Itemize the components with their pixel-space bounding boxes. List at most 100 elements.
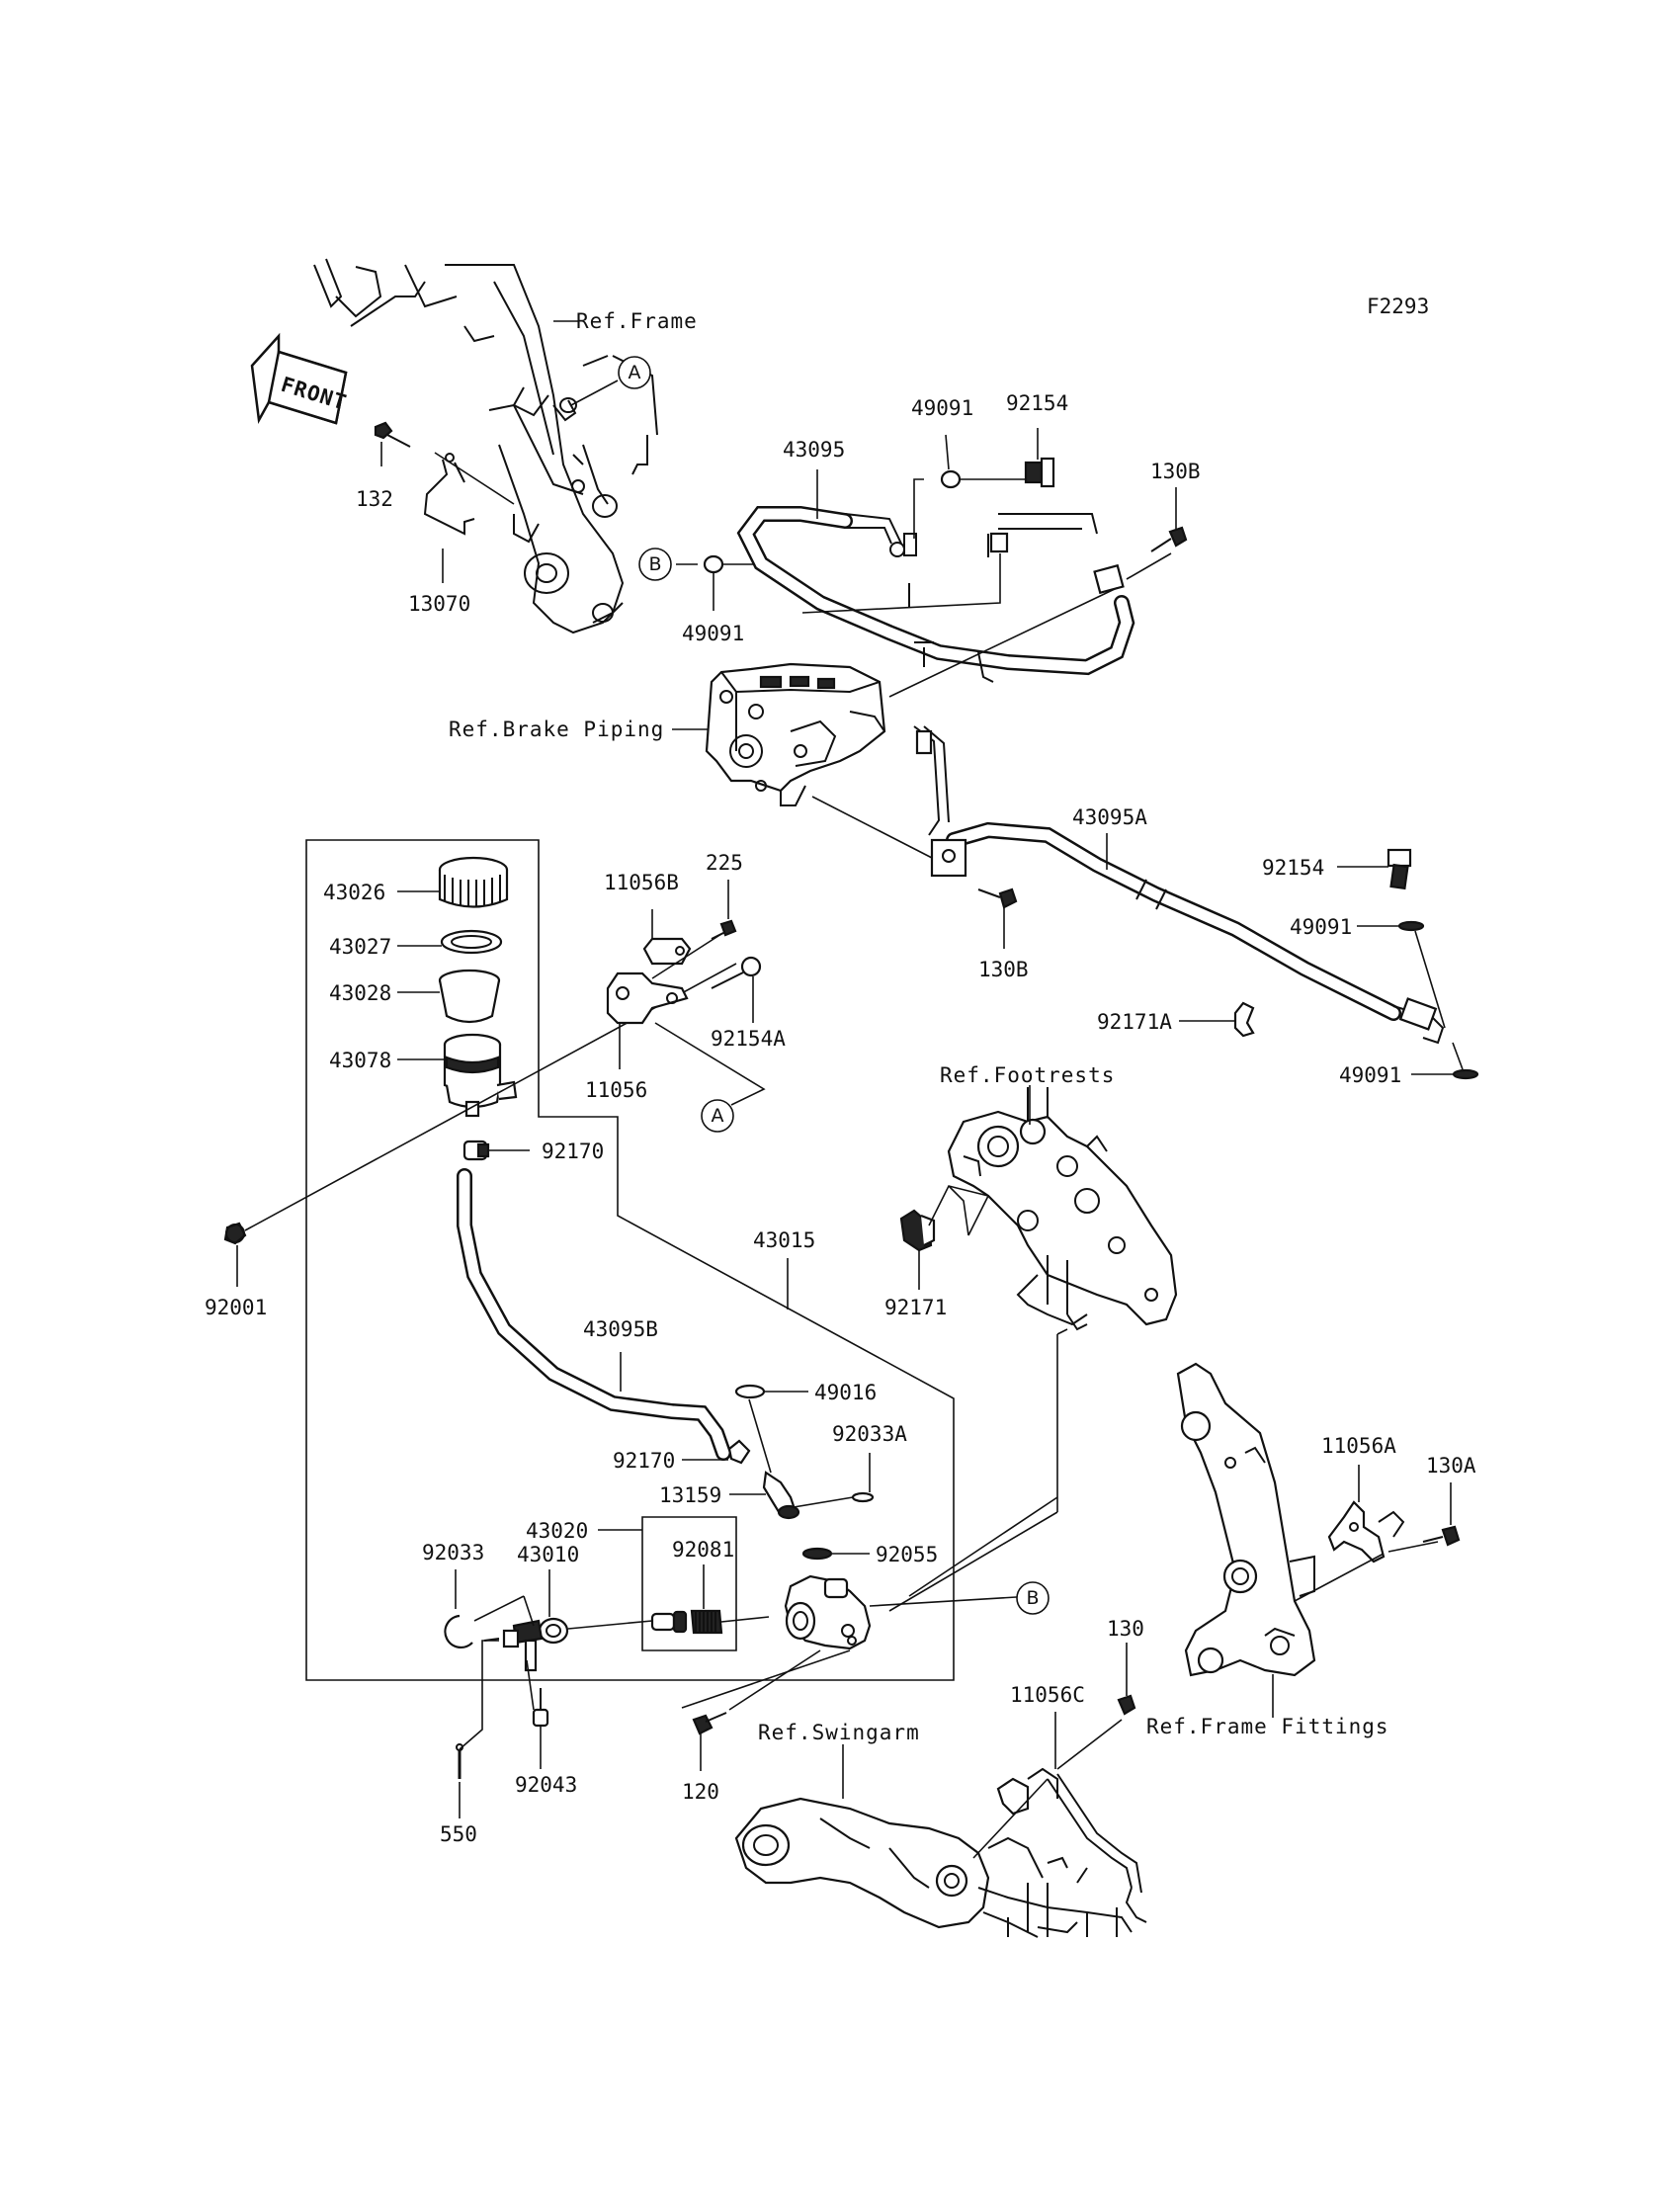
- part-label-120: 120: [682, 1780, 719, 1804]
- part-label-11056C: 11056C: [1010, 1683, 1085, 1707]
- clamp-92170-top-icon: [462, 1140, 490, 1161]
- part-label-92170-mid: 92170: [613, 1449, 675, 1473]
- hose-43095B-illustration: [457, 1168, 731, 1461]
- part-label-92171: 92171: [884, 1296, 947, 1319]
- part-label-92154-top: 92154: [1006, 391, 1068, 415]
- frame-illustration: [313, 258, 658, 634]
- spring-13070-icon: [423, 453, 475, 536]
- part-label-130B-top: 130B: [1150, 460, 1201, 483]
- fitting-13159-icon: [762, 1471, 800, 1520]
- part-label-11056: 11056: [585, 1078, 647, 1102]
- part-label-43027: 43027: [329, 935, 391, 959]
- clamp-92170-mid-icon: [727, 1439, 751, 1465]
- bracket-11056C-icon: [996, 1767, 1147, 1923]
- diaphragm-43028-icon: [438, 969, 501, 1024]
- part-label-11056B: 11056B: [604, 871, 679, 894]
- part-label-92001: 92001: [205, 1296, 267, 1319]
- part-label-130A: 130A: [1426, 1454, 1476, 1478]
- hose-43095-illustration: [736, 506, 1135, 683]
- ref-frame-fittings-label: Ref.Frame Fittings: [1146, 1715, 1389, 1738]
- part-label-43028: 43028: [329, 981, 391, 1005]
- oring-92055-icon: [801, 1547, 833, 1561]
- washer-49091-right2-icon: [1452, 1068, 1479, 1080]
- callout-b-top: [638, 548, 672, 581]
- part-label-550: 550: [440, 1822, 477, 1846]
- bracket-11056A-icon: [1327, 1500, 1405, 1563]
- part-label-43078: 43078: [329, 1049, 391, 1072]
- bolt-130B-top-icon: [1150, 526, 1188, 552]
- part-label-130: 130: [1107, 1617, 1144, 1641]
- bracket-11056-icon: [606, 972, 689, 1025]
- part-label-13159: 13159: [659, 1483, 721, 1507]
- diagram-code: F2293: [1367, 295, 1429, 318]
- svg-text:A: A: [712, 1105, 724, 1127]
- part-label-43095A: 43095A: [1072, 805, 1147, 829]
- part-label-92055: 92055: [876, 1543, 938, 1566]
- swingarm-illustration: [734, 1797, 1133, 1938]
- ref-swingarm-label: Ref.Swingarm: [758, 1721, 920, 1744]
- clip-92171-icon: [899, 1209, 936, 1252]
- washer-92033A-icon: [851, 1491, 875, 1503]
- part-label-92033: 92033: [422, 1541, 484, 1564]
- bolt-130A-icon: [1422, 1525, 1461, 1547]
- svg-text:B: B: [1026, 1587, 1039, 1609]
- callout-b-lower: [1016, 1581, 1050, 1615]
- bracket-11056B-icon: [642, 937, 692, 966]
- part-label-92043: 92043: [515, 1773, 577, 1797]
- part-label-43020: 43020: [526, 1519, 588, 1543]
- part-label-43095: 43095: [783, 438, 845, 462]
- ref-brake-piping-label: Ref.Brake Piping: [449, 718, 664, 741]
- bolt-130-icon: [1117, 1694, 1136, 1716]
- piston-92081-icon: [650, 1609, 723, 1635]
- part-label-225: 225: [706, 851, 743, 875]
- callout-a-top: [618, 356, 651, 389]
- plate-43027-icon: [440, 929, 503, 955]
- part-label-92081: 92081: [672, 1538, 734, 1562]
- part-label-13070: 13070: [408, 592, 470, 616]
- frame-fittings-illustration: [1176, 1362, 1316, 1677]
- ref-footrests-label: Ref.Footrests: [940, 1063, 1115, 1087]
- part-label-92154A: 92154A: [711, 1027, 786, 1051]
- part-label-49016: 49016: [814, 1381, 877, 1404]
- reservoir-43078-icon: [443, 1033, 518, 1118]
- reservoir-cap-43026-icon: [438, 856, 509, 908]
- washer-49091-mid-icon: [703, 554, 724, 574]
- part-label-130B-mid: 130B: [978, 958, 1029, 981]
- reservoir-group-frame: [305, 839, 955, 1681]
- bolt-92154-top-icon: [1024, 457, 1055, 488]
- part-label-92033A: 92033A: [832, 1422, 907, 1446]
- clamp-92171A-icon: [1233, 1001, 1255, 1038]
- bolt-92001-icon: [223, 1222, 247, 1245]
- callout-a-mid: [701, 1099, 734, 1133]
- part-label-92154-right: 92154: [1262, 856, 1324, 880]
- part-label-43015: 43015: [753, 1228, 815, 1252]
- part-label-43026: 43026: [323, 881, 385, 904]
- part-label-132: 132: [356, 487, 393, 511]
- part-label-43095B: 43095B: [583, 1317, 658, 1341]
- screw-225-icon: [711, 919, 737, 940]
- svg-text:B: B: [648, 553, 661, 575]
- part-label-11056A: 11056A: [1321, 1434, 1396, 1458]
- bolt-92154-right-icon: [1386, 848, 1412, 890]
- pin-92043-icon: [532, 1688, 549, 1728]
- footrest-illustration: [947, 1087, 1178, 1331]
- abs-unit-illustration: [705, 662, 886, 806]
- bolt-120-icon: [692, 1712, 727, 1735]
- part-label-49091-mid: 49091: [682, 622, 744, 645]
- washer-49091-top-icon: [940, 469, 962, 489]
- washer-49091-right1-icon: [1397, 920, 1425, 932]
- kit-43020-box: [641, 1516, 737, 1651]
- cotter-pin-550-icon: [456, 1743, 463, 1779]
- pushrod-43010-icon: [483, 1617, 569, 1672]
- circlip-92033-icon: [444, 1614, 473, 1649]
- part-label-43010: 43010: [517, 1543, 579, 1566]
- front-arrow-icon: FRONT: [250, 332, 350, 425]
- part-label-49091-right1: 49091: [1290, 915, 1352, 939]
- part-label-49091-right2: 49091: [1339, 1063, 1401, 1087]
- seal-49016-icon: [734, 1384, 766, 1399]
- bolt-132-icon: [374, 421, 411, 448]
- bolt-130B-mid-icon: [977, 887, 1018, 909]
- part-label-49091-top: 49091: [911, 396, 973, 420]
- ref-frame-label: Ref.Frame: [576, 309, 698, 333]
